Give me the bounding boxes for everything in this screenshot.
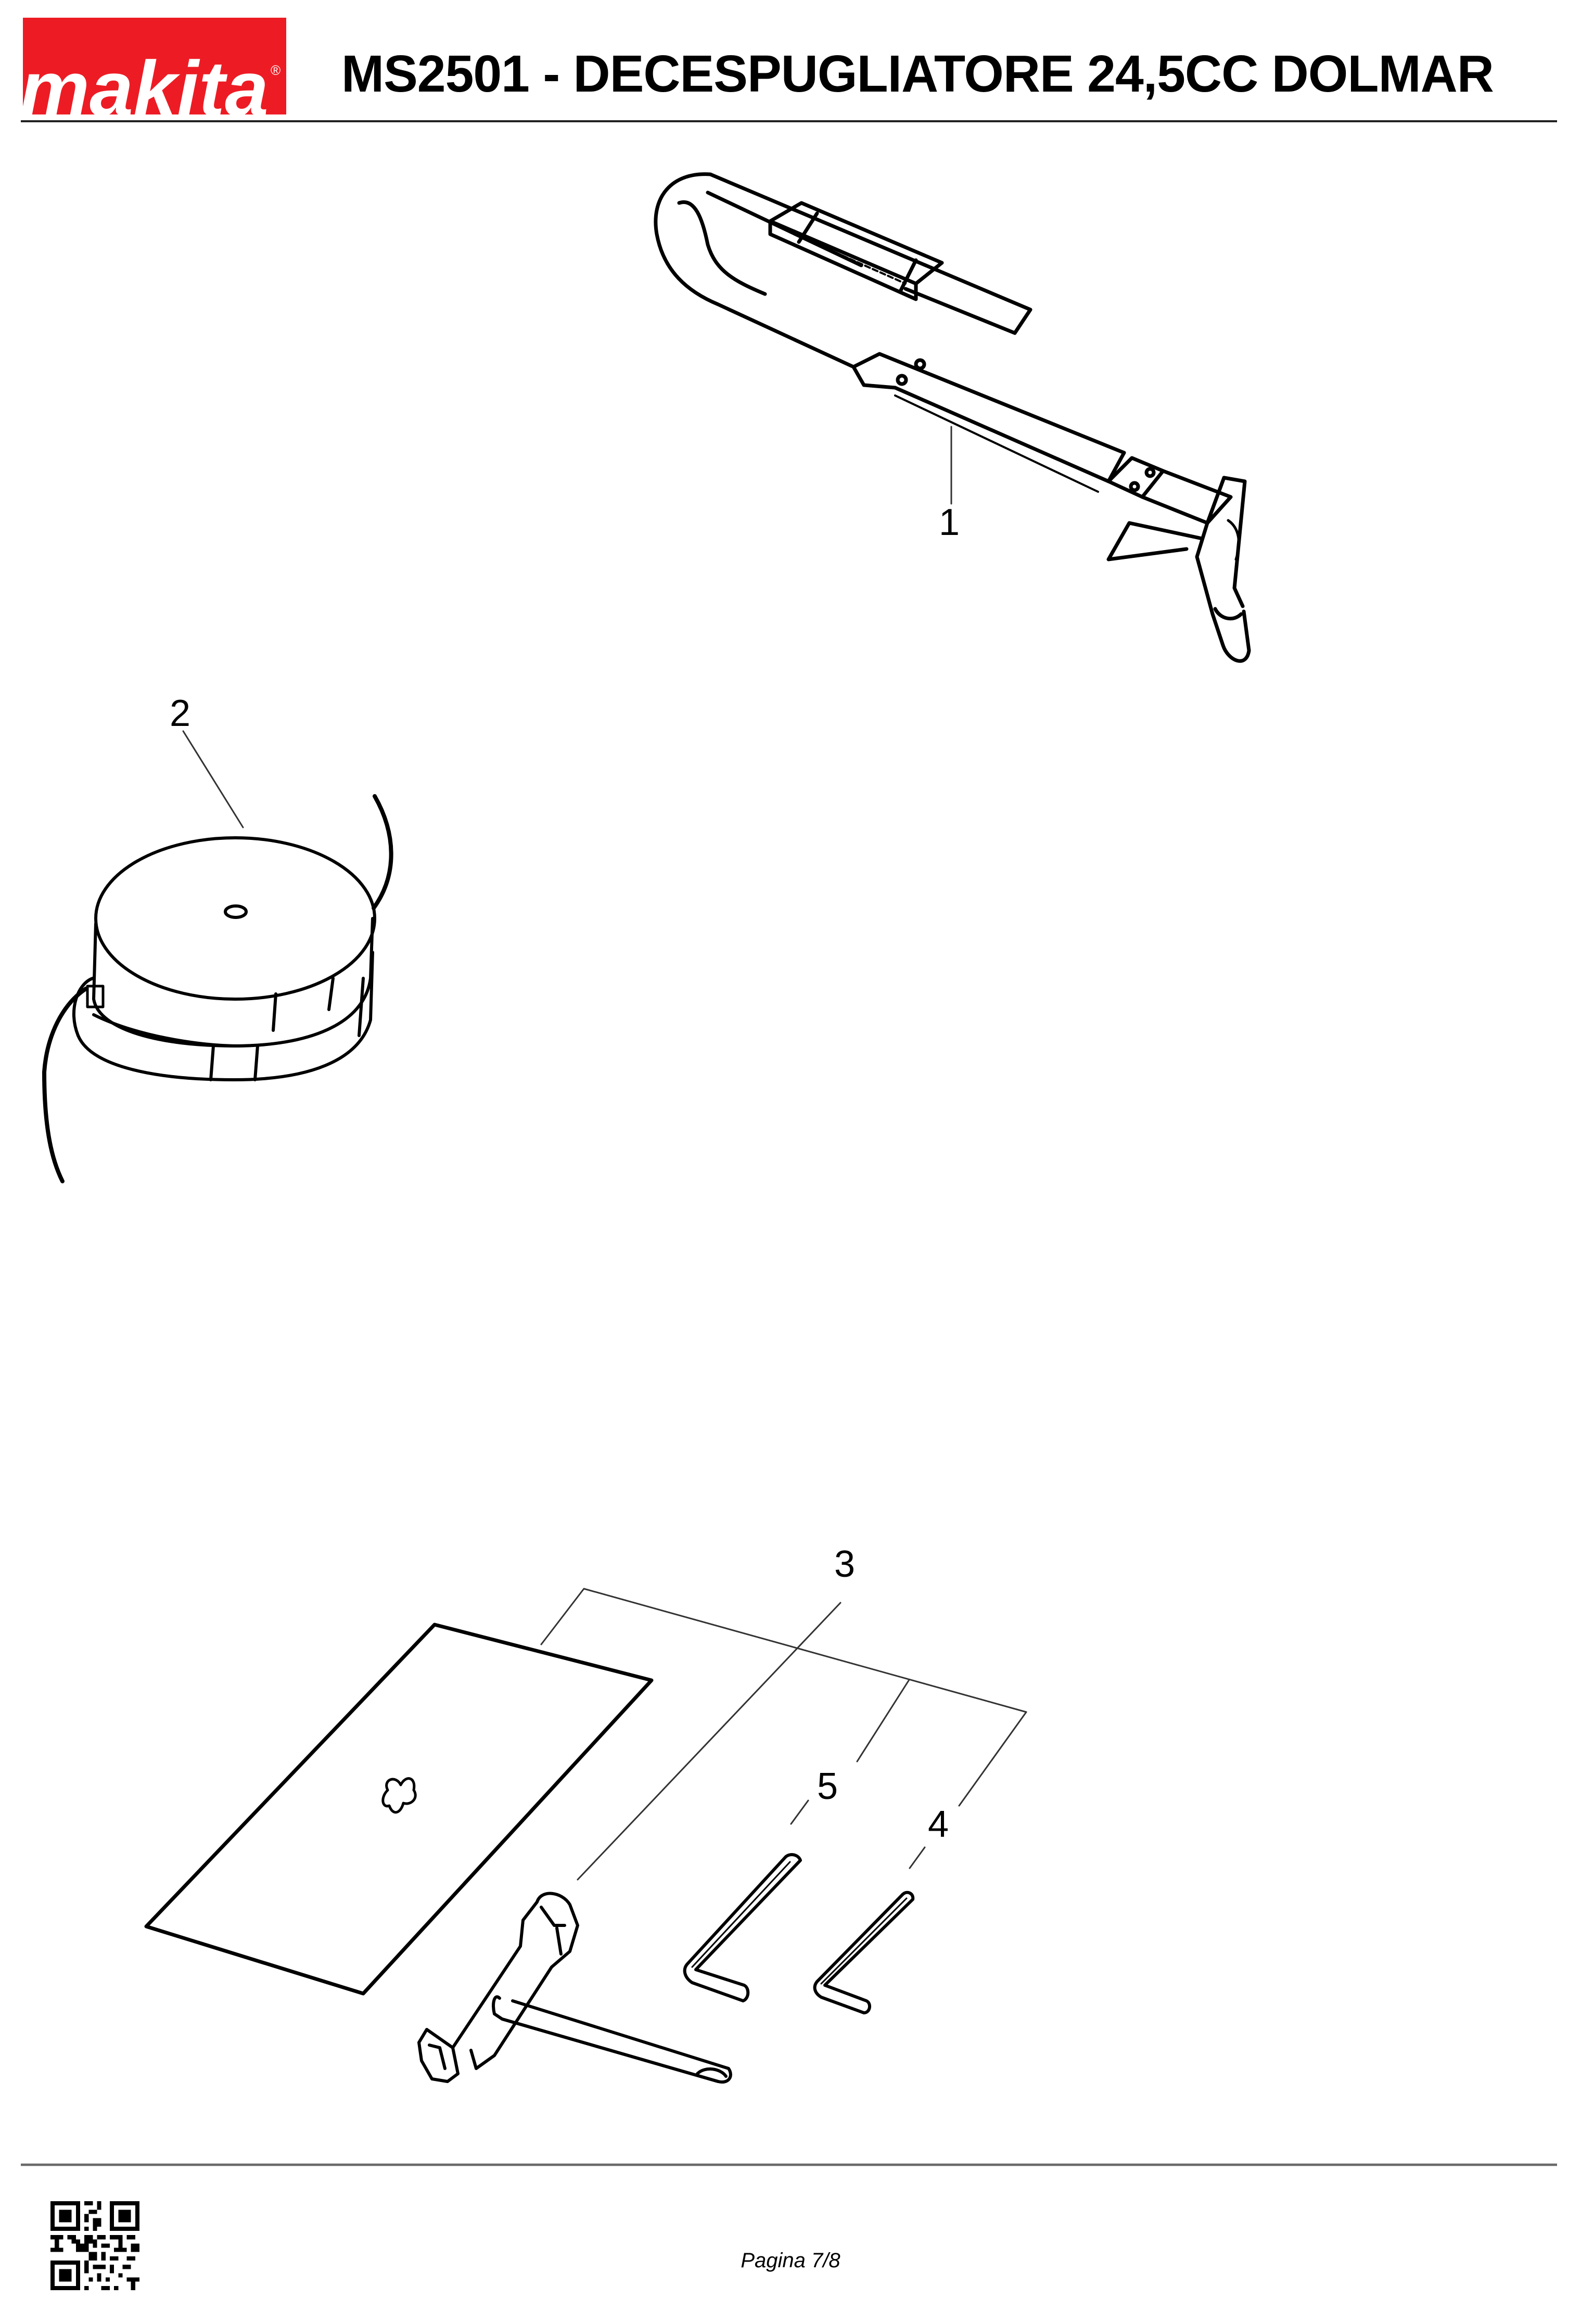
- callout-2: 2: [170, 693, 191, 734]
- hex-key-5-illustration: [683, 1853, 802, 2002]
- spark-plug-wrench-illustration: [417, 1892, 732, 2084]
- harness-illustration: [654, 172, 1251, 663]
- registered-mark: ®: [271, 62, 280, 78]
- callout-4: 4: [928, 1804, 949, 1845]
- page-title: MS2501 - DECESPUGLIATORE 24,5CC DOLMAR: [341, 45, 1494, 103]
- callout-leader-4: [909, 1846, 926, 1869]
- manual-sheet-illustration: [144, 1623, 654, 1996]
- callout-3: 3: [834, 1543, 856, 1585]
- makita-logo-icon: makita ®: [20, 18, 286, 132]
- callout-leader-2: [182, 730, 244, 828]
- toolkit-bracket: [540, 1588, 1027, 1881]
- qr-code-icon-svg: [50, 2201, 139, 2290]
- hex-key-4-illustration: [813, 1891, 915, 2014]
- callout-5: 5: [817, 1766, 838, 1807]
- header-divider: [21, 120, 1557, 122]
- qr-code-icon: [50, 2201, 139, 2290]
- page-number: Pagina 7/8: [741, 2249, 840, 2272]
- footer-divider: [21, 2163, 1557, 2166]
- callout-leader-3: [577, 1602, 842, 1881]
- callout-leader-5-bracket: [856, 1679, 910, 1763]
- callout-leader-5: [790, 1799, 809, 1825]
- makita-logo: makita ®: [20, 18, 286, 132]
- callout-leader-4-bracket: [958, 1711, 1027, 1807]
- callout-1: 1: [939, 502, 960, 543]
- trimmer-head-illustration: [42, 730, 393, 1183]
